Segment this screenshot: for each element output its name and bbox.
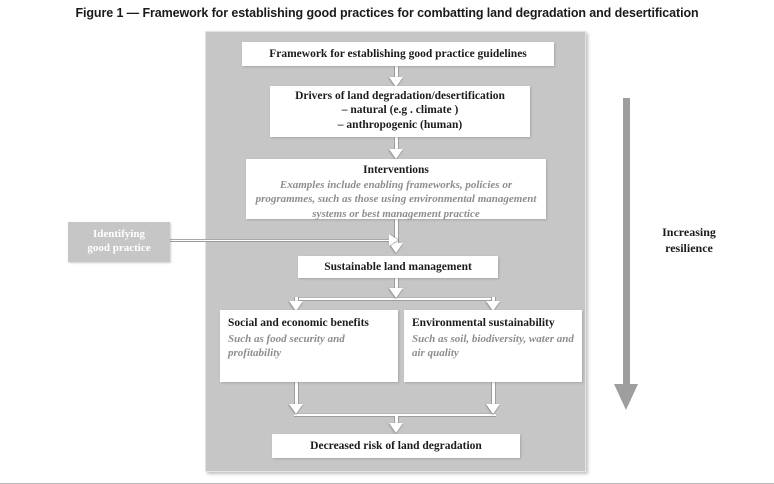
increasing-resilience-line2: resilience <box>665 240 713 255</box>
node-decreased-risk: Decreased risk of land degradation <box>272 434 520 458</box>
node-environmental-subtitle: Such as soil, biodiversity, water and ai… <box>412 333 574 360</box>
connector-slm-split-right-arrowhead <box>486 301 500 311</box>
connector-merge-right-shaft <box>491 382 496 408</box>
identifying-good-practice-arrowhead <box>389 234 398 246</box>
identifying-good-practice-line2: good practice <box>87 242 151 254</box>
connector-drivers-to-interventions-shaft <box>394 137 399 151</box>
node-decreased-title: Decreased risk of land degradation <box>310 439 482 452</box>
connector-merge-center-arrowhead <box>389 423 403 433</box>
node-drivers-bullet-anthropogenic: – anthropogenic (human) <box>337 119 463 132</box>
node-framework-title: Framework for establishing good practice… <box>269 47 527 60</box>
node-drivers: Drivers of land degradation/desertificat… <box>270 86 530 137</box>
node-framework: Framework for establishing good practice… <box>242 42 554 66</box>
identifying-good-practice-line <box>170 239 393 242</box>
connector-interventions-to-slm-arrowhead <box>389 243 403 253</box>
node-interventions-title: Interventions <box>363 164 429 176</box>
increasing-resilience-arrow-head <box>614 384 638 410</box>
identifying-good-practice-text: Identifying good practice <box>87 228 150 256</box>
node-interventions: Interventions Examples include enabling … <box>246 159 546 220</box>
connector-framework-to-drivers-arrowhead <box>389 77 403 87</box>
connector-slm-split-shaft <box>394 278 399 292</box>
connector-slm-split-right-shaft <box>491 297 496 304</box>
connector-interventions-to-slm-shaft <box>394 219 399 245</box>
increasing-resilience-arrow-shaft <box>623 98 630 386</box>
node-slm-title: Sustainable land management <box>324 260 472 273</box>
connector-merge-right-arrowhead <box>486 404 500 414</box>
node-sustainable-land-management: Sustainable land management <box>298 256 498 278</box>
node-environmental-sustainability: Environmental sustainability Such as soi… <box>404 310 582 382</box>
node-drivers-bullet-natural: – natural (e.g . climate ) <box>341 104 459 117</box>
node-drivers-bullets: – natural (e.g . climate ) – anthropogen… <box>270 103 530 133</box>
identifying-good-practice-line1: Identifying <box>93 228 145 241</box>
node-interventions-subtitle: Examples include enabling frameworks, po… <box>255 179 537 220</box>
connector-merge-center-shaft <box>394 416 399 425</box>
connector-slm-split-left-shaft <box>294 297 299 304</box>
connector-merge-left-shaft <box>294 382 299 408</box>
node-social-economic-benefits: Social and economic benefits Such as foo… <box>220 310 398 382</box>
diagram-panel: Framework for establishing good practice… <box>205 31 586 472</box>
connector-merge-left-arrowhead <box>289 404 303 414</box>
node-drivers-title: Drivers of land degradation/desertificat… <box>295 90 505 102</box>
increasing-resilience-label: Increasing resilience <box>634 225 744 256</box>
node-social-subtitle: Such as food security and profitability <box>228 333 345 360</box>
node-environmental-title: Environmental sustainability <box>412 317 555 329</box>
connector-slm-split-left-arrowhead <box>289 301 303 311</box>
increasing-resilience-line1: Increasing <box>662 225 716 239</box>
connector-drivers-to-interventions-arrowhead <box>389 149 403 159</box>
identifying-good-practice-tag: Identifying good practice <box>68 222 170 262</box>
connector-slm-split-center-arrowhead <box>389 288 403 298</box>
connector-framework-to-drivers-shaft <box>394 66 399 79</box>
node-social-title: Social and economic benefits <box>228 317 369 329</box>
figure-caption: Figure 1 — Framework for establishing go… <box>75 6 699 20</box>
